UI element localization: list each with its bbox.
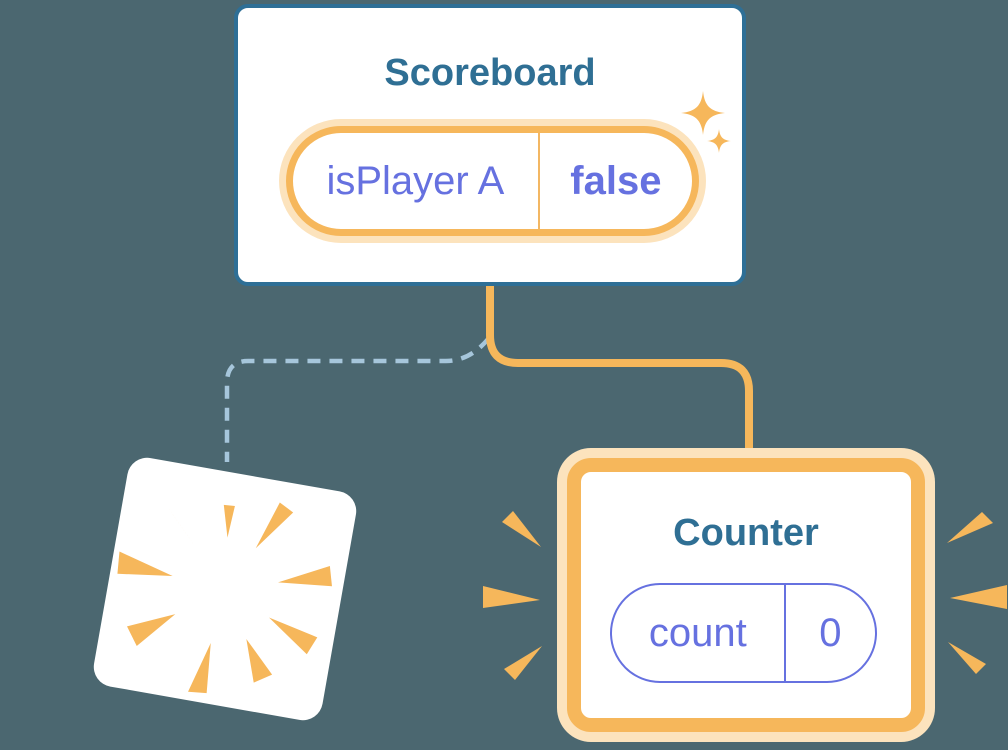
state-name: isPlayer A	[326, 159, 505, 203]
scoreboard-title: Scoreboard	[384, 52, 596, 94]
counter-title: Counter	[673, 512, 819, 554]
dashed-connector-line	[224, 336, 491, 462]
destroyed-component-card	[90, 454, 360, 724]
state-value: false	[570, 159, 662, 203]
orange-connector-line	[486, 284, 753, 455]
state-name: count	[648, 611, 747, 655]
scoreboard-component-card: Scoreboard isPlayer A false	[234, 4, 746, 286]
state-value: 0	[819, 611, 842, 655]
counter-state-pill: count 0	[610, 583, 877, 683]
pill-divider	[537, 133, 540, 229]
poof-burst-icon	[117, 501, 332, 694]
counter-component-card: Counter count 0	[567, 458, 925, 732]
scoreboard-state-pill: isPlayer A false	[286, 126, 699, 236]
pill-divider	[783, 585, 786, 681]
